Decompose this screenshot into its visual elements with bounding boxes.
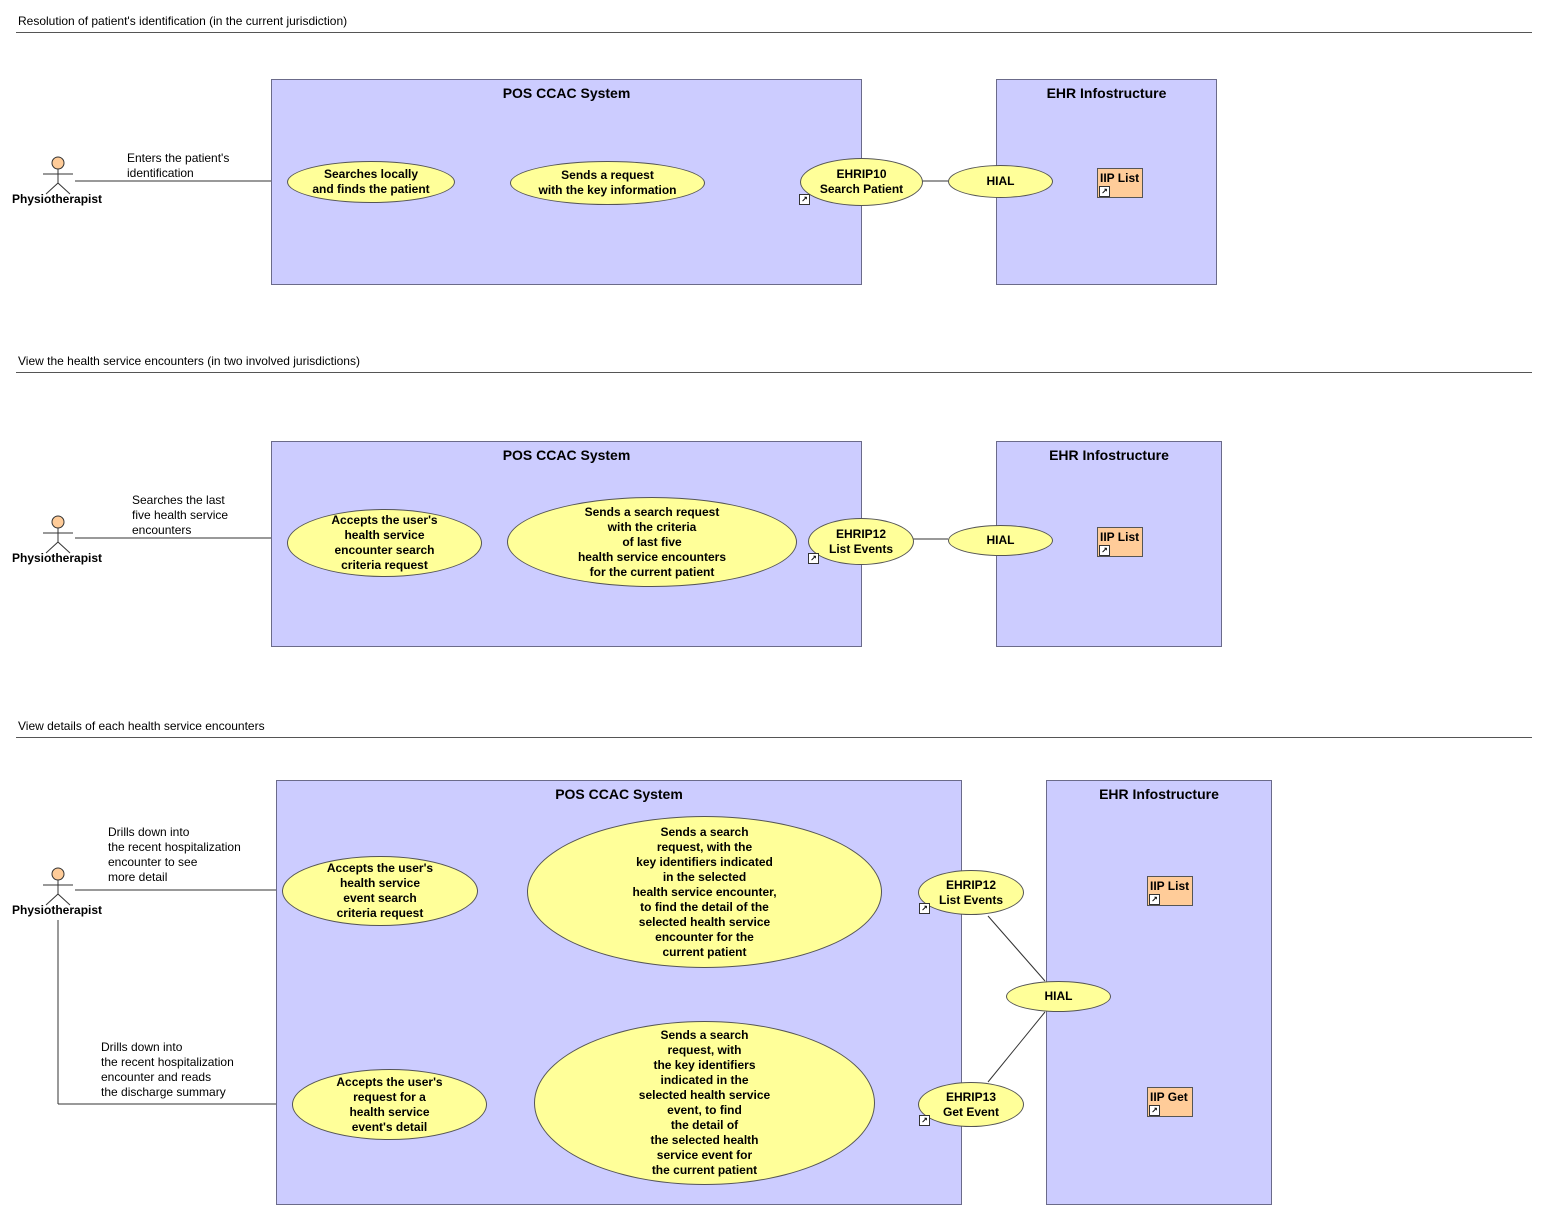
use-case-ehrip: EHRIP12 List Events [808,518,914,565]
shortcut-arrow-icon: ↗ [1099,545,1110,556]
shortcut-arrow-icon: ↗ [1149,894,1160,905]
use-case: Searches locally and finds the patient [287,161,455,203]
hial-node: HIAL [948,525,1053,556]
stick-figure-icon [43,867,73,906]
flow-label: Drills down into the recent hospitalizat… [108,825,241,884]
section-divider [16,737,1532,738]
component-label: IIP Get [1150,1090,1188,1104]
infra-title: EHR Infostructure [1046,85,1167,101]
component-label: IIP List [1100,171,1140,185]
section-title: View details of each health service enco… [18,719,265,733]
section-divider [16,32,1532,33]
flow-label: Drills down into the recent hospitalizat… [101,1040,234,1099]
section-divider [16,372,1532,373]
actor-name: Physiotherapist [12,551,103,565]
use-case: Accepts the user's health service event … [282,856,478,926]
component-label: IIP List [1150,879,1190,893]
use-case-ehrip: EHRIP12 List Events [918,870,1024,915]
flow-label: Enters the patient's identification [127,151,230,180]
use-case: Sends a request with the key information [510,161,705,205]
infra-title: EHR Infostructure [1099,786,1219,802]
actor-name: Physiotherapist [12,192,103,206]
use-case: Sends a search request, with the key ide… [534,1021,875,1185]
component-label: IIP List [1100,530,1140,544]
use-case: Accepts the user's health service encoun… [287,509,482,577]
shortcut-arrow-icon: ↗ [919,903,930,914]
section-title: Resolution of patient's identification (… [18,14,348,28]
infra-title: EHR Infostructure [1049,447,1169,463]
system-title: POS CCAC System [502,85,631,101]
hial-node: HIAL [1006,981,1111,1012]
shortcut-arrow-icon: ↗ [799,194,810,205]
iip-component: IIP Get [1147,1087,1193,1117]
use-case: Sends a search request, with the key ide… [527,816,882,968]
use-case: Accepts the user's request for a health … [292,1069,487,1140]
use-case-ehrip: EHRIP10 Search Patient [800,158,923,206]
section-title: View the health service encounters (in t… [18,354,360,368]
stick-figure-icon [43,156,73,195]
shortcut-arrow-icon: ↗ [1099,186,1110,197]
use-case: Sends a search request with the criteria… [507,497,797,587]
stick-figure-icon [43,515,73,554]
shortcut-arrow-icon: ↗ [1149,1105,1160,1116]
hial-node: HIAL [948,165,1053,198]
actor-name: Physiotherapist [12,903,103,917]
flow-label: Searches the last five health service en… [132,493,229,537]
system-title: POS CCAC System [555,786,683,802]
shortcut-arrow-icon: ↗ [808,553,819,564]
system-title: POS CCAC System [502,447,631,463]
shortcut-arrow-icon: ↗ [919,1115,930,1126]
use-case-ehrip: EHRIP13 Get Event [918,1082,1024,1127]
